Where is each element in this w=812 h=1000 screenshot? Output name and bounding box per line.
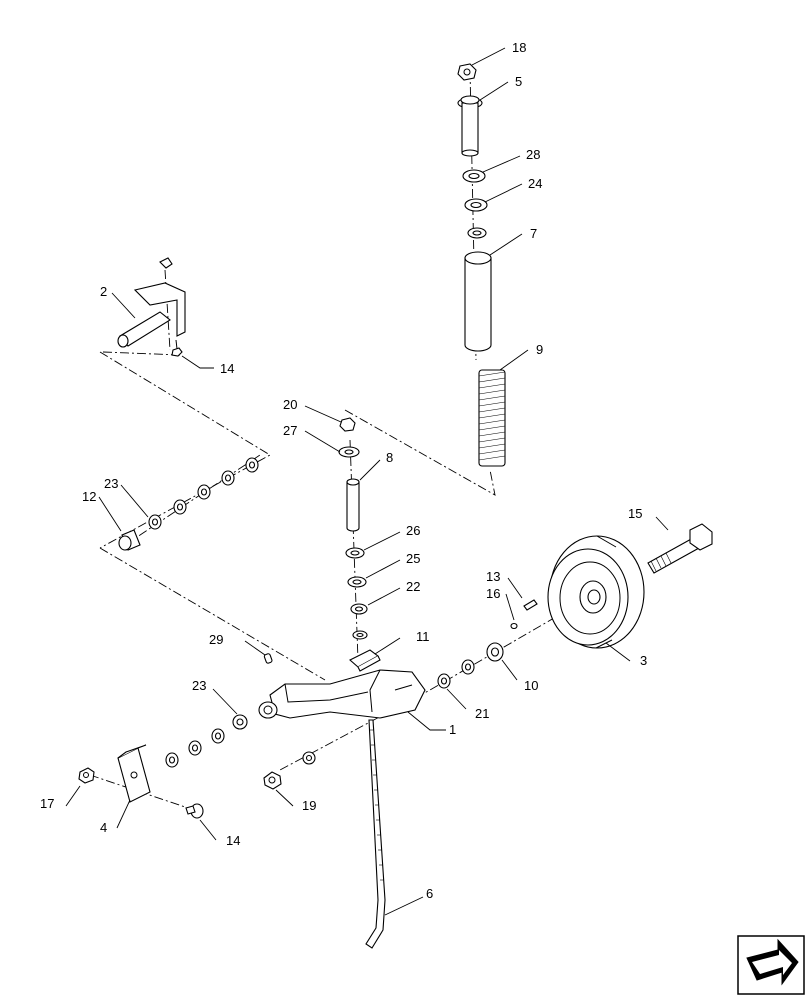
callout-4: 4	[100, 820, 107, 835]
washer-stack-lower	[165, 728, 225, 768]
part-27-washer	[338, 446, 360, 458]
part-9-spring	[478, 369, 506, 467]
part-29-screw	[263, 653, 273, 664]
part-22-washer	[350, 603, 368, 615]
callout-5: 5	[515, 74, 522, 89]
part-15-bolt	[647, 523, 713, 574]
callout-7: 7	[530, 226, 537, 241]
part-10-bushing	[486, 642, 504, 662]
part-7-cylinder	[464, 251, 492, 352]
callout-11: 11	[416, 629, 430, 644]
washer-stack-upper	[173, 457, 259, 515]
part-23-washer-upper	[148, 514, 162, 530]
callout-labels: 18 5 28 24 7 9 2 14 20 27 8 23 12 26 25 …	[40, 40, 647, 901]
part-19-nut	[263, 771, 282, 790]
part-24-washer	[464, 198, 488, 212]
callout-18: 18	[512, 40, 526, 55]
part-20-nut	[339, 417, 356, 432]
part-17-nut	[78, 767, 95, 784]
part-23-washer-lower	[232, 714, 248, 730]
callout-8: 8	[386, 450, 393, 465]
part-6-rod	[365, 719, 386, 949]
callout-1: 1	[449, 722, 456, 737]
callout-14-lower: 14	[226, 833, 240, 848]
callout-17: 17	[40, 796, 54, 811]
callout-2: 2	[100, 284, 107, 299]
part-28-washer	[462, 169, 486, 183]
callout-27: 27	[283, 423, 297, 438]
callout-3: 3	[640, 653, 647, 668]
callout-13: 13	[486, 569, 500, 584]
part-18-nut	[457, 63, 477, 81]
spacer-washer	[467, 227, 487, 239]
callout-16: 16	[486, 586, 500, 601]
spacer-washer-2	[352, 630, 368, 640]
callout-14-upper: 14	[220, 361, 234, 376]
callout-20: 20	[283, 397, 297, 412]
part-4-plate	[117, 744, 151, 803]
part-14-bolt-lower	[185, 803, 204, 819]
part-11-clip	[349, 649, 381, 672]
part-1-arm	[258, 669, 426, 719]
part-3-pulley	[547, 535, 645, 649]
part-21-washer	[437, 673, 451, 689]
callout-19: 19	[302, 798, 316, 813]
part-26-washer	[345, 547, 365, 559]
callout-21: 21	[475, 706, 489, 721]
callout-24: 24	[528, 176, 542, 191]
callout-9: 9	[536, 342, 543, 357]
part-5-tube	[457, 95, 483, 157]
part-13-grease-fitting	[510, 599, 538, 630]
callout-29: 29	[209, 632, 223, 647]
washer-arm-right	[302, 751, 316, 765]
callout-15: 15	[628, 506, 642, 521]
arrow-right-icon[interactable]	[737, 935, 805, 995]
leader-lines	[65, 47, 669, 916]
callout-25: 25	[406, 551, 420, 566]
callout-23-lower: 23	[192, 678, 206, 693]
callout-6: 6	[426, 886, 433, 901]
callout-28: 28	[526, 147, 540, 162]
part-8-pin	[346, 478, 360, 532]
part-12-bushing	[118, 529, 141, 551]
callout-26: 26	[406, 523, 420, 538]
washer-21b	[461, 659, 475, 675]
callout-10: 10	[524, 678, 538, 693]
callout-12: 12	[82, 489, 96, 504]
callout-23-upper: 23	[104, 476, 118, 491]
callout-22: 22	[406, 579, 420, 594]
part-2-bracket	[117, 257, 186, 357]
part-25-washer	[347, 576, 367, 588]
